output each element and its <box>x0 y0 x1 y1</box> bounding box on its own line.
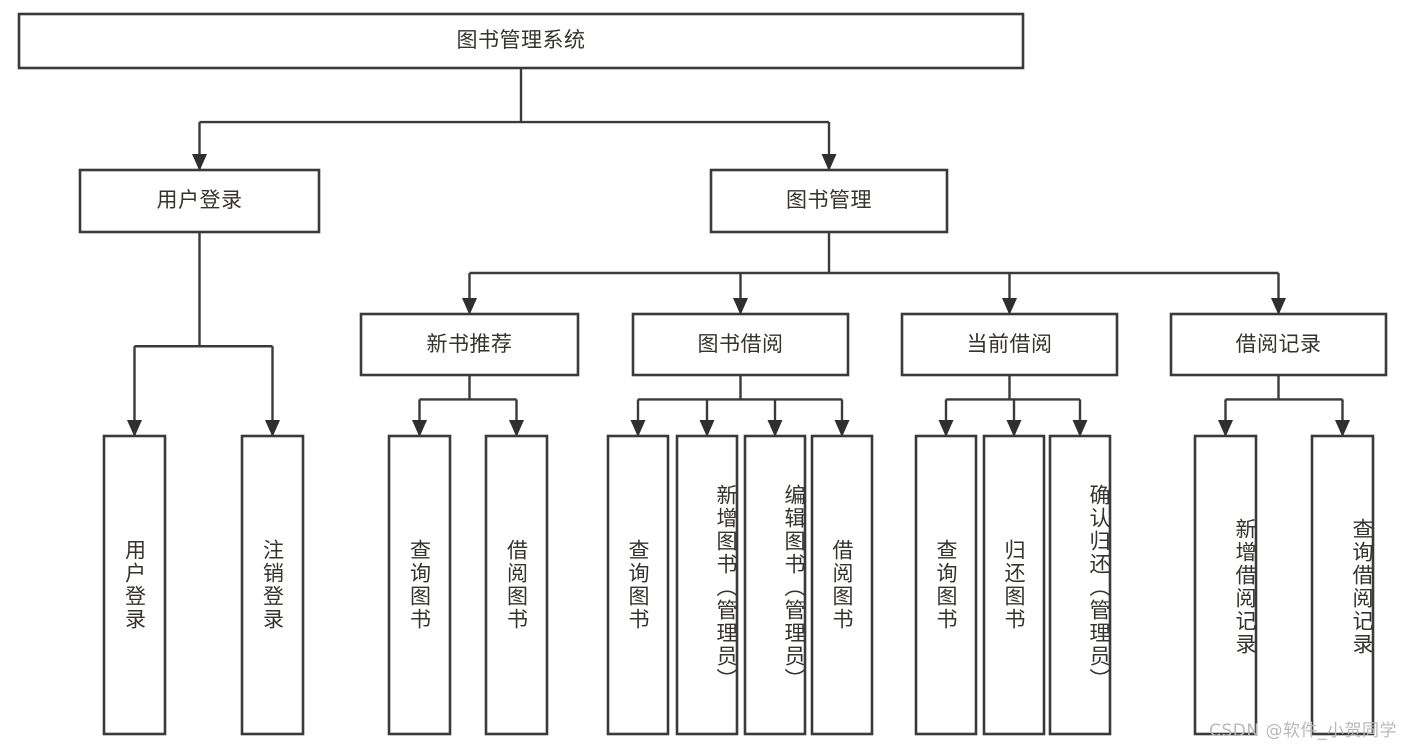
node-leaf[interactable] <box>484 434 549 736</box>
connector-arrow-icon <box>1335 420 1350 437</box>
node-leaf[interactable] <box>675 434 739 736</box>
node-leaf[interactable] <box>914 434 978 736</box>
connector-arrow-icon <box>834 420 850 437</box>
node-leaf[interactable] <box>387 434 452 736</box>
node-level2[interactable] <box>1169 312 1388 377</box>
node-leaf[interactable] <box>1310 434 1375 736</box>
node-leaf[interactable] <box>606 434 670 736</box>
connector-arrow-icon <box>733 298 748 315</box>
node-level2[interactable] <box>359 312 580 377</box>
node-box-layer <box>17 12 1388 736</box>
connector-arrow-icon <box>821 154 837 171</box>
node-leaf[interactable] <box>743 434 807 736</box>
connector-arrow-icon <box>509 420 524 437</box>
node-level2[interactable] <box>900 312 1119 377</box>
node-level1[interactable] <box>78 168 321 234</box>
connector-arrow-icon <box>767 420 783 437</box>
node-leaf[interactable] <box>1193 434 1258 736</box>
node-leaf[interactable] <box>1048 434 1112 736</box>
connector-arrow-icon <box>192 154 207 171</box>
node-root[interactable] <box>17 12 1025 70</box>
connector-arrow-icon <box>699 420 715 437</box>
node-level2[interactable] <box>631 312 850 377</box>
connector-arrow-icon <box>1271 298 1286 315</box>
node-leaf[interactable] <box>810 434 874 736</box>
node-leaf[interactable] <box>982 434 1046 736</box>
node-leaf[interactable] <box>240 434 305 736</box>
connector-arrow-icon <box>630 420 646 437</box>
connector-arrow-icon <box>1218 420 1233 437</box>
connector-arrow-icon <box>938 420 954 437</box>
connector-layer <box>127 68 1350 437</box>
connector-arrow-icon <box>1006 420 1022 437</box>
connector-arrow-icon <box>127 420 142 437</box>
watermark-text: CSDN @软件_小贺同学 <box>1209 721 1397 741</box>
connector-arrow-icon <box>412 420 427 437</box>
node-leaf[interactable] <box>102 434 167 736</box>
node-level1[interactable] <box>709 168 949 234</box>
connector-arrow-icon <box>265 420 280 437</box>
connector-arrow-icon <box>462 298 477 315</box>
connector-arrow-icon <box>1002 298 1017 315</box>
connector-arrow-icon <box>1072 420 1088 437</box>
